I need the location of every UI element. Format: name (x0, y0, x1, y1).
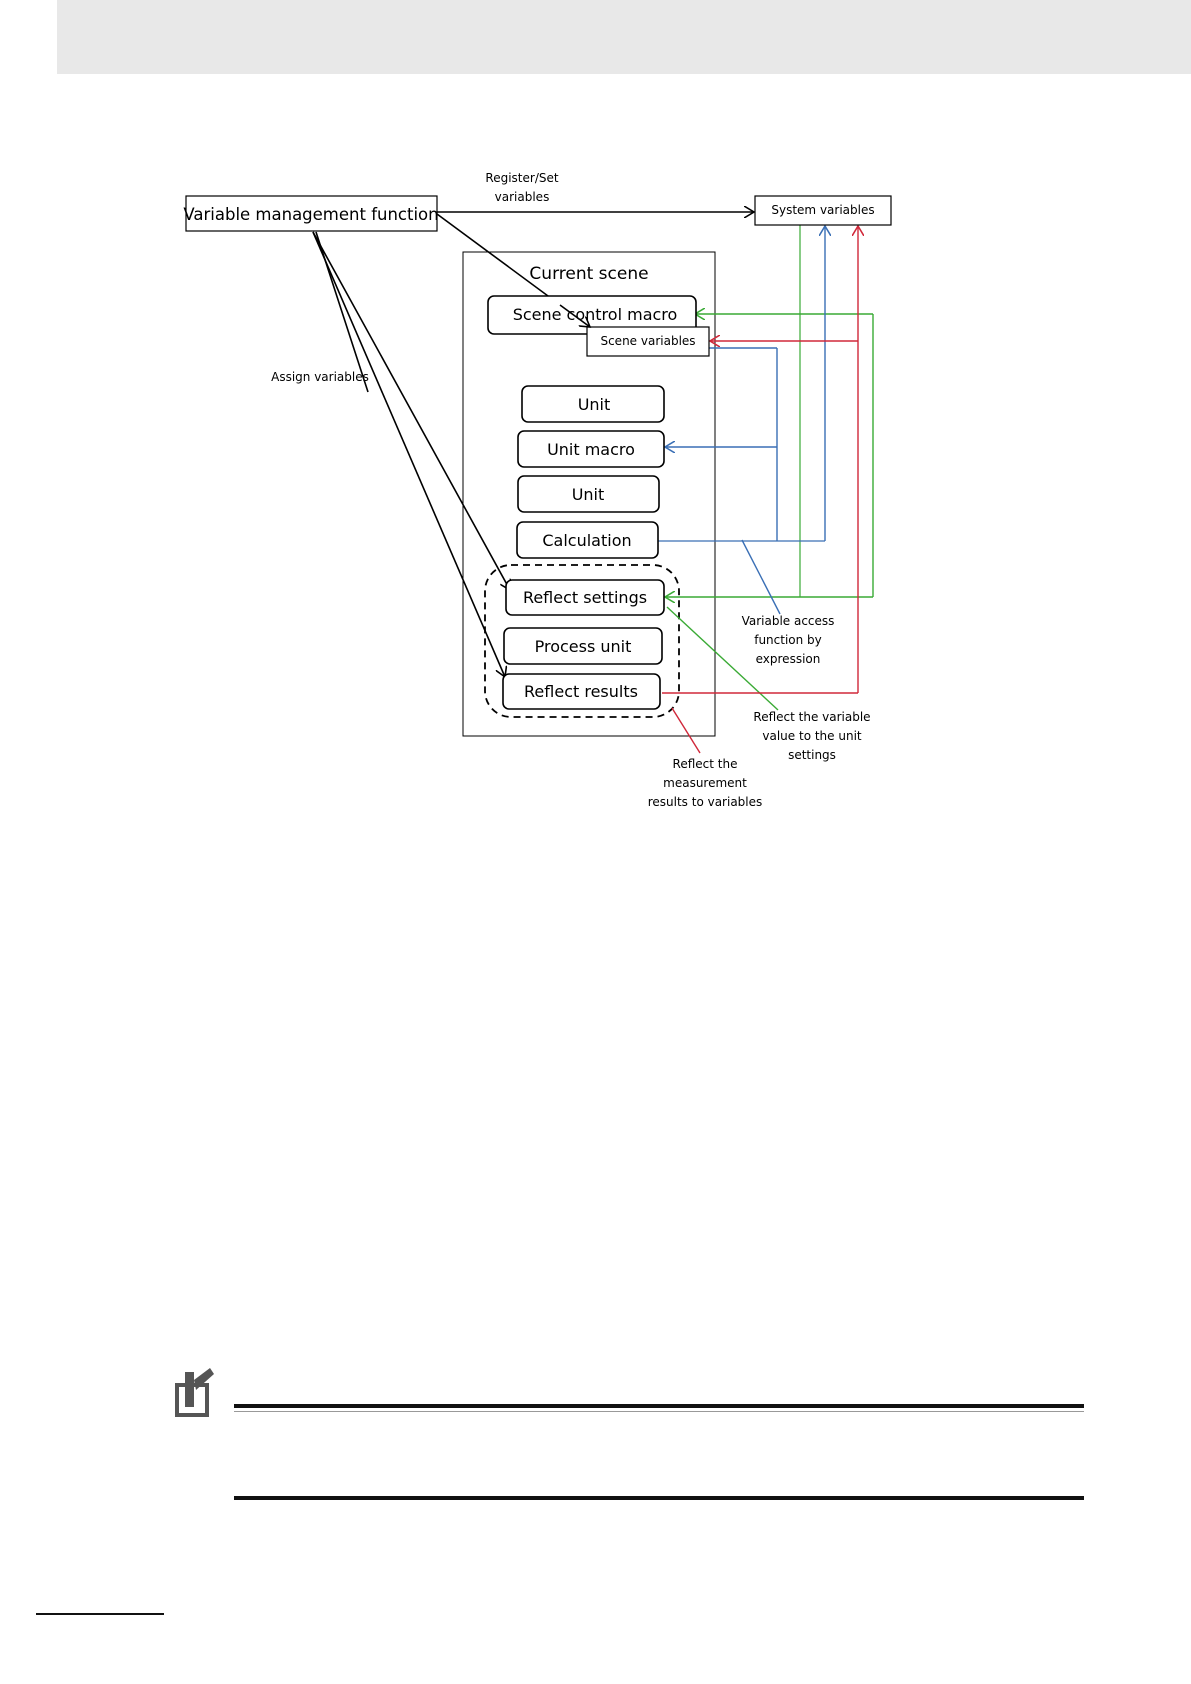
page-header-band (57, 0, 1191, 74)
dashed-group (484, 564, 680, 718)
system-variables-label: System variables (771, 203, 874, 217)
precaution-pencil-icon (175, 1368, 214, 1417)
register-set-label-2: variables (495, 190, 550, 204)
reflect-variable-label-1: Reflect the variable (753, 710, 870, 724)
footer-line (36, 1613, 164, 1615)
scene-variables-box (586, 326, 710, 357)
variable-access-label-3: expression (756, 652, 821, 666)
scene-control-macro-label: Scene control macro (513, 305, 678, 324)
black-line-assign (315, 231, 369, 393)
unit-macro-box (517, 430, 665, 468)
unit-label-1: Unit (578, 395, 611, 414)
blue-callout-variable-access (741, 539, 781, 615)
unit-box-2 (517, 475, 660, 513)
current-scene-frame (462, 251, 716, 737)
reflect-variable-label-3: settings (788, 748, 836, 762)
reflect-results-label: Reflect results (524, 682, 638, 701)
system-variables-box (754, 195, 892, 226)
reflect-measurement-label-1: Reflect the (673, 757, 738, 771)
black-arrow-reflect-results (312, 231, 505, 677)
black-arrow-reflect-settings (312, 231, 510, 590)
precaution-top-rule (234, 1404, 1084, 1408)
variable-management-function-label: Variable management function (183, 205, 438, 224)
unit-box-1 (521, 385, 665, 423)
scene-variables-label: Scene variables (600, 334, 695, 348)
reflect-measurement-label-3: results to variables (648, 795, 763, 809)
unit-label-2: Unit (572, 485, 605, 504)
register-set-label-1: Register/Set (485, 171, 558, 185)
black-arrow-scene-macro-tip (559, 304, 590, 327)
reflect-results-box (502, 673, 661, 710)
reflect-settings-label: Reflect settings (523, 588, 647, 607)
red-callout-measurement (671, 707, 701, 754)
calculation-label: Calculation (542, 531, 631, 550)
assign-variables-label: Assign variables (271, 370, 369, 384)
precaution-bottom-rule (234, 1496, 1084, 1500)
unit-macro-label: Unit macro (547, 440, 635, 459)
current-scene-label: Current scene (529, 264, 648, 284)
variable-management-function-box (185, 195, 438, 232)
calculation-box (516, 521, 659, 559)
reflect-settings-box (505, 579, 665, 616)
variable-access-label-2: function by (754, 633, 822, 647)
variable-access-label-1: Variable access (742, 614, 835, 628)
precaution-top-rule-thin (234, 1411, 1084, 1412)
process-unit-box (503, 627, 663, 665)
reflect-measurement-label-2: measurement (663, 776, 747, 790)
process-unit-label: Process unit (535, 637, 632, 656)
reflect-variable-label-2: value to the unit (762, 729, 862, 743)
